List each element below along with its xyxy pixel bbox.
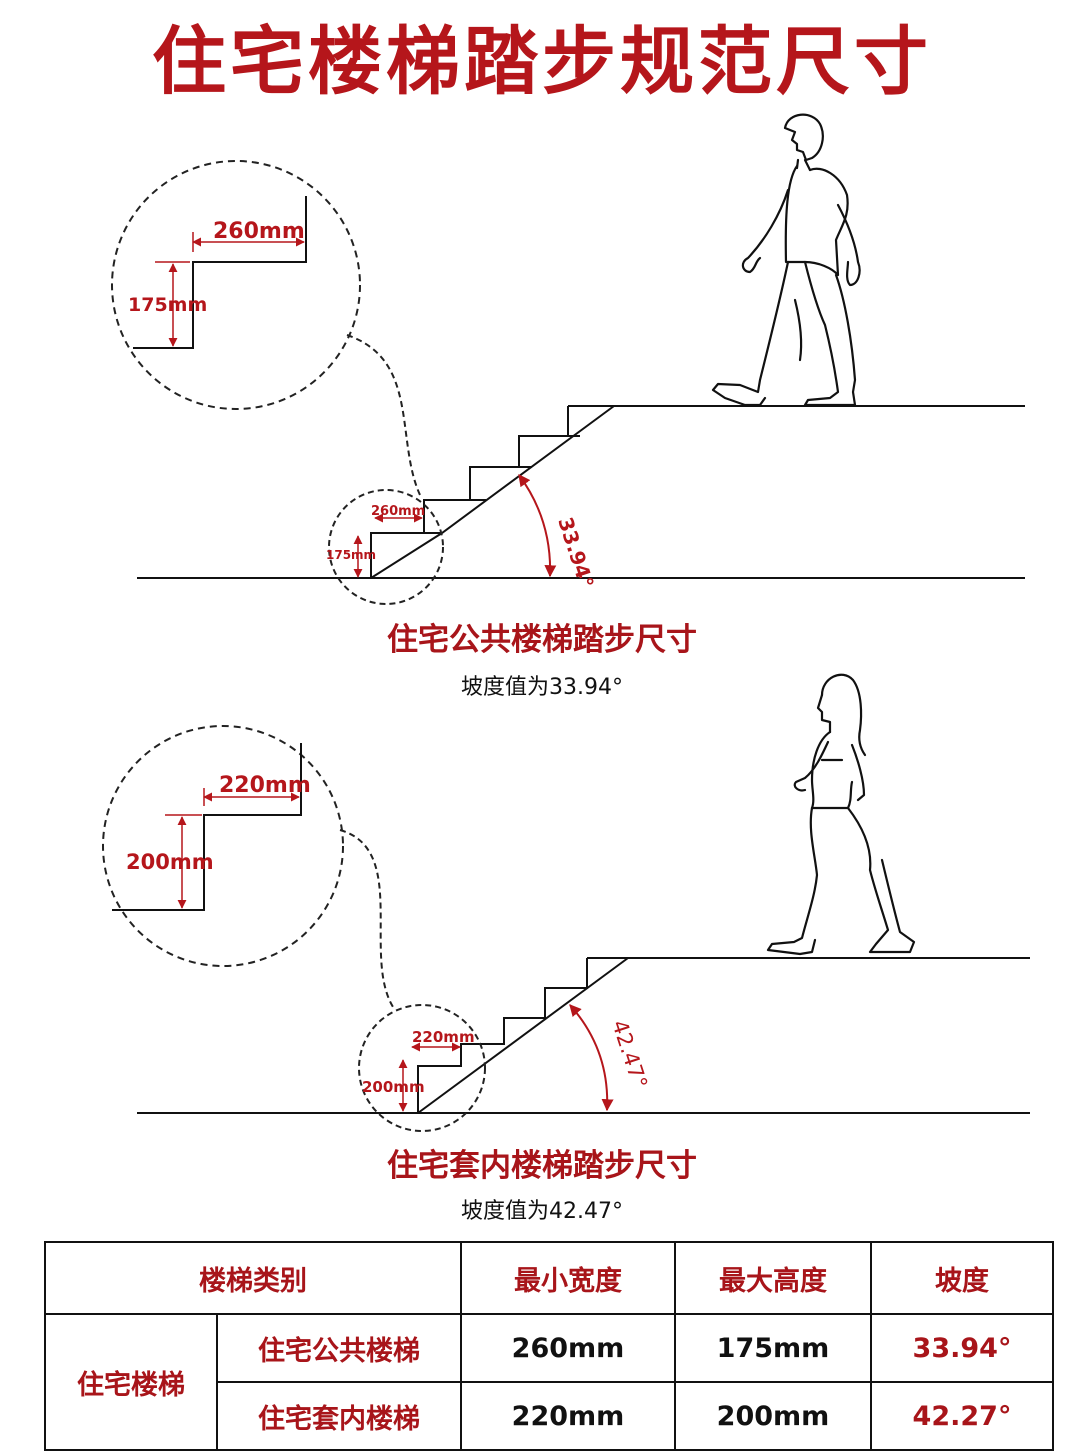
stair-steps [370,406,569,578]
row-width: 220mm [460,1381,676,1451]
step-hatch [424,435,580,534]
group-cell: 住宅楼梯 [44,1313,218,1451]
row-slope: 42.27° [870,1381,1054,1451]
angle-label-2: 42.47° [607,1017,652,1092]
small-width-label-2: 220mm [412,1028,475,1046]
public-stair-diagram: 33.94° 260mm 175mm 260mm 175mm [111,113,1025,605]
large-width-label: 260mm [213,219,305,244]
table-row: 住宅套内楼梯 220mm 200mm 42.27° [45,1381,1054,1451]
header-max-height: 最大高度 [674,1241,872,1315]
large-width-label-2: 220mm [219,773,311,798]
header-category: 楼梯类别 [44,1241,462,1315]
stair-diagrams: 33.94° 260mm 175mm 260mm 175mm [102,113,1030,1132]
row-name: 住宅公共楼梯 [216,1313,462,1383]
stair-slope-2 [417,957,629,1114]
small-width-label: 260mm [371,504,425,519]
public-stair-caption: 住宅公共楼梯踏步尺寸 [387,622,697,658]
walking-man-figure [711,113,861,407]
header-slope: 坡度 [870,1241,1054,1315]
walking-woman-figure [766,673,916,956]
row-name: 住宅套内楼梯 [216,1381,462,1451]
table-row: 住宅楼梯 住宅公共楼梯 260mm 175mm 33.94° [44,1313,1054,1451]
row-height: 175mm [674,1313,872,1383]
header-min-width: 最小宽度 [460,1241,676,1315]
stair-steps-2 [417,958,588,1113]
public-stair-slope-text: 坡度值为33.94° [461,675,623,700]
spec-table: 楼梯类别 最小宽度 最大高度 坡度 住宅楼梯 住宅公共楼梯 260mm 175m… [44,1241,1054,1451]
private-stair-diagram: 42.47° 220mm 200mm 220mm 200mm [102,673,1030,1132]
row-width: 260mm [460,1313,676,1383]
detail-connector [346,334,421,496]
large-height-label: 175mm [128,294,207,316]
page-title: 住宅楼梯踏步规范尺寸 [152,19,932,105]
detail-circle-large [111,160,361,410]
detail-steps-large [133,196,307,349]
private-stair-slope-text: 坡度值为42.47° [461,1199,623,1224]
detail-circle-small [328,489,444,605]
detail-circle-small-2 [358,1004,486,1132]
row-slope: 33.94° [870,1313,1054,1383]
detail-connector-2 [339,829,396,1011]
large-height-label-2: 200mm [126,850,214,874]
detail-steps-large-2 [112,743,302,911]
private-stair-caption: 住宅套内楼梯踏步尺寸 [387,1148,697,1184]
table-header-row: 楼梯类别 最小宽度 最大高度 坡度 [44,1241,1054,1315]
small-height-label: 175mm [326,548,376,562]
angle-label: 33.94° [553,514,598,591]
angle-arc [518,474,557,578]
row-height: 200mm [674,1381,872,1451]
small-height-label-2: 200mm [362,1078,425,1096]
angle-arc-2 [569,1004,614,1112]
detail-circle-large-2 [102,725,344,967]
